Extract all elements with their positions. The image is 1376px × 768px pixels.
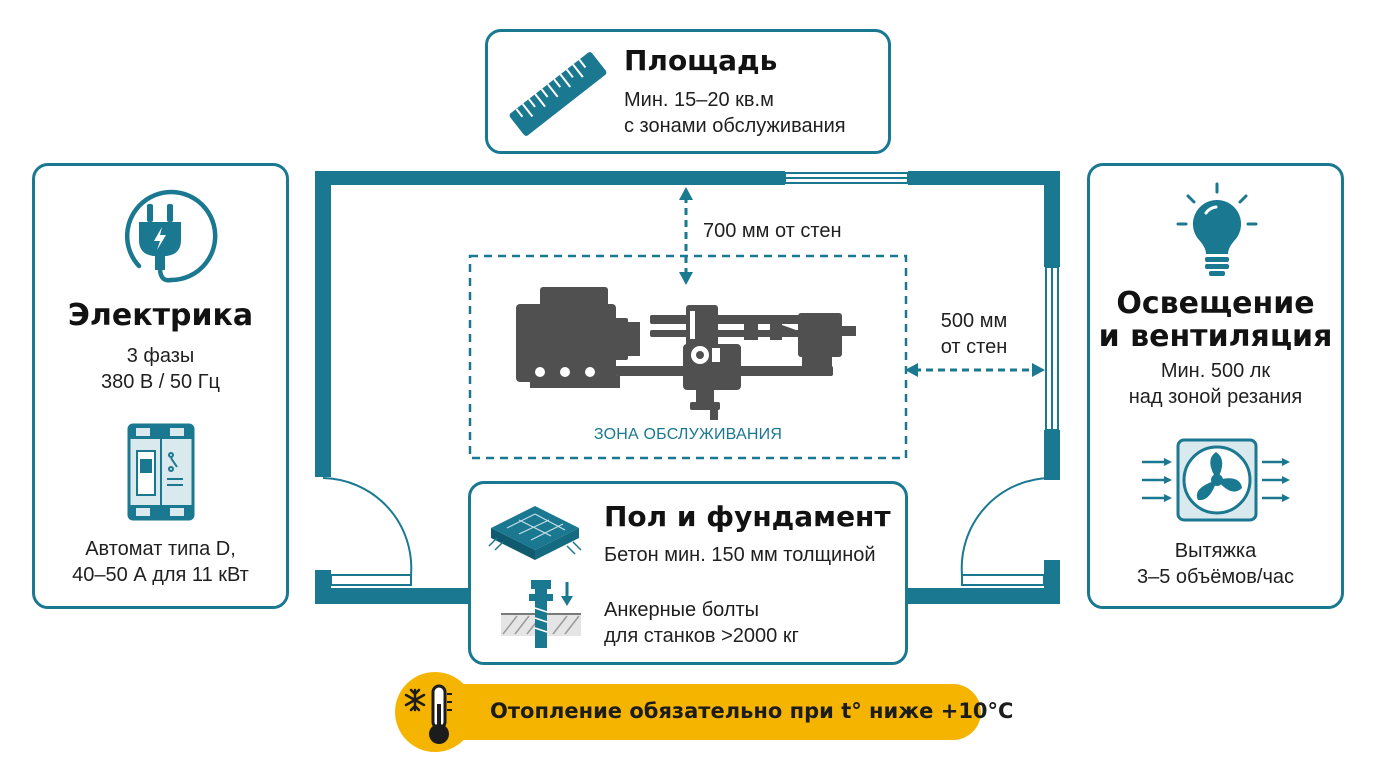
anchor-bolt-icon	[501, 580, 581, 648]
floor-line1: Бетон мин. 150 мм толщиной	[604, 544, 876, 566]
circuit-breaker-icon	[127, 423, 195, 521]
electric-card: Электрика 3 фазы 380 В / 50 Гц Автомат т…	[32, 163, 289, 609]
lighting-title-line2: и вентиляция	[1098, 319, 1333, 354]
area-title: Площадь	[624, 44, 778, 77]
vent-line2: 3–5 объёмов/час	[1136, 566, 1295, 588]
lighting-card: Освещение и вентиляция Мин. 500 лк над з…	[1087, 163, 1344, 609]
electric-line1: 3 фазы	[126, 345, 195, 367]
electric-line2: 380 В / 50 Гц	[100, 371, 221, 393]
door-left	[322, 477, 413, 586]
floor-title: Пол и фундамент	[604, 500, 891, 533]
exhaust-fan-icon	[1142, 438, 1290, 522]
anchor-line1: Анкерные болты	[604, 599, 760, 621]
lighting-line2: над зоной резания	[1128, 386, 1303, 408]
floor-card: Пол и фундамент Бетон мин. 150 мм толщин…	[468, 481, 908, 665]
service-zone-outline	[468, 254, 908, 460]
light-bulb-icon	[1176, 182, 1258, 276]
lighting-title-line1: Освещение	[1116, 286, 1315, 321]
area-card: Площадь Мин. 15–20 кв.м с зонами обслужи…	[485, 29, 891, 154]
zone-label: ЗОНА ОБСЛУЖИВАНИЯ	[593, 426, 783, 443]
side-clearance-arrow	[905, 363, 1045, 377]
area-line2: с зонами обслуживания	[624, 115, 846, 137]
side-clearance-label: 500 мм от стен	[924, 308, 1024, 360]
thermometer-snowflake-icon	[395, 672, 475, 752]
anchor-line2: для станков >2000 кг	[604, 625, 799, 647]
window-top	[784, 172, 909, 184]
plug-icon	[124, 189, 218, 283]
lighting-line1: Мин. 500 лк	[1160, 360, 1271, 382]
breaker-line1: Автомат типа D,	[85, 538, 236, 560]
breaker-line2: 40–50 А для 11 кВт	[72, 564, 249, 586]
door-right	[960, 476, 1053, 586]
area-line1: Мин. 15–20 кв.м	[624, 89, 774, 111]
top-clearance-label: 700 мм от стен	[703, 220, 842, 242]
window-right	[1045, 266, 1059, 431]
ruler-icon	[509, 52, 607, 136]
side-clearance-value: 500 мм	[940, 310, 1008, 332]
side-clearance-note: от стен	[940, 336, 1008, 358]
electric-title: Электрика	[67, 298, 254, 333]
lathe-icon	[516, 287, 856, 420]
vent-line1: Вытяжка	[1174, 540, 1257, 562]
heating-banner	[431, 684, 981, 740]
heating-text: Отопление обязательно при t° ниже +10°С	[490, 699, 1014, 723]
concrete-slab-icon	[488, 506, 582, 560]
top-clearance-arrow	[679, 187, 693, 285]
